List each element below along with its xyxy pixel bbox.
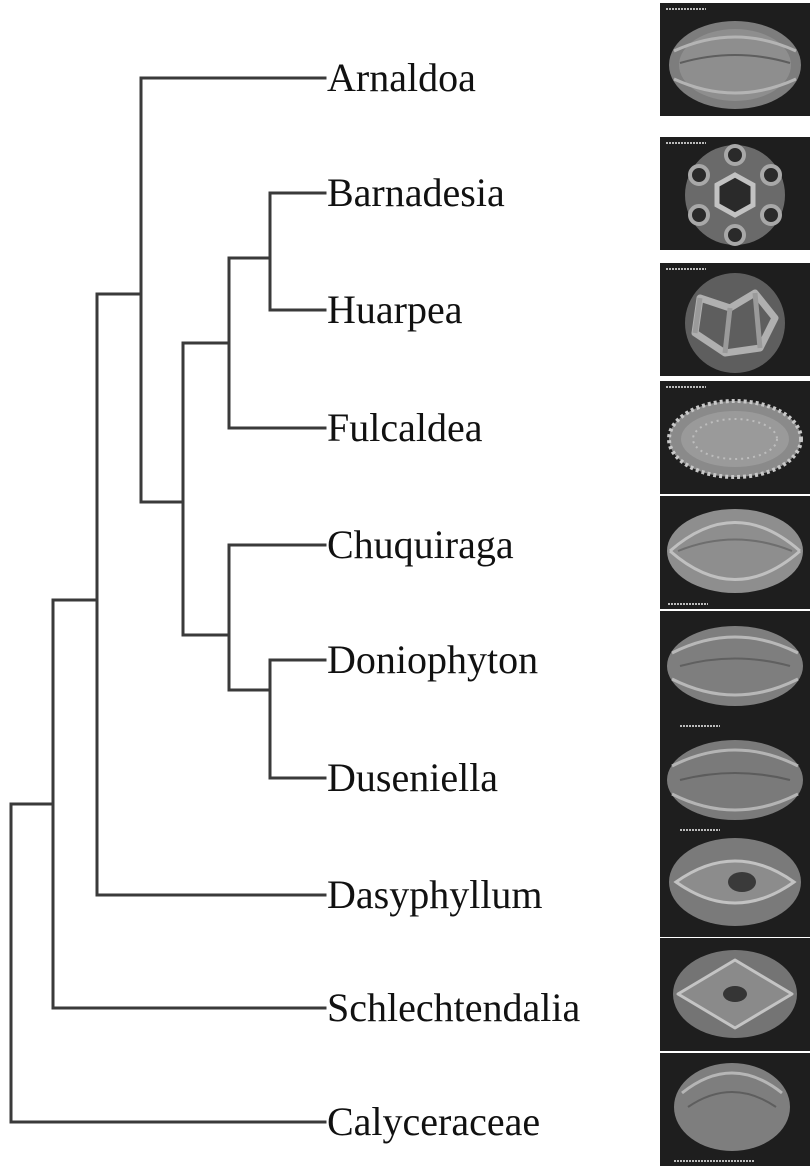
label-schlechtendalia: Schlechtendalia bbox=[327, 985, 580, 1030]
pollen-image-huarpea bbox=[660, 263, 810, 376]
label-chuquiraga: Chuquiraga bbox=[327, 522, 514, 567]
pollen-image-fulcaldea bbox=[660, 381, 810, 494]
label-dasyphyllum: Dasyphyllum bbox=[327, 872, 543, 917]
pollen-image-schlechtendalia bbox=[660, 938, 810, 1051]
pollen-image-dasyphyllum bbox=[660, 824, 810, 937]
pollen-image-arnaldoa bbox=[660, 3, 810, 116]
label-calyceraceae: Calyceraceae bbox=[327, 1099, 540, 1144]
pollen-image-calyceraceae bbox=[660, 1053, 810, 1166]
label-fulcaldea: Fulcaldea bbox=[327, 405, 483, 450]
phylogenetic-tree: Arnaldoa Barnadesia Huarpea Fulcaldea Ch… bbox=[0, 0, 660, 1166]
pollen-image-barnadesia bbox=[660, 137, 810, 250]
pollen-image-chuquiraga bbox=[660, 496, 810, 609]
pollen-image-doniophyton bbox=[660, 611, 810, 724]
label-arnaldoa: Arnaldoa bbox=[327, 55, 476, 100]
pollen-image-duseniella bbox=[660, 720, 810, 833]
label-barnadesia: Barnadesia bbox=[327, 170, 505, 215]
label-huarpea: Huarpea bbox=[327, 287, 463, 332]
taxon-labels: Arnaldoa Barnadesia Huarpea Fulcaldea Ch… bbox=[327, 55, 580, 1144]
label-doniophyton: Doniophyton bbox=[327, 637, 538, 682]
label-duseniella: Duseniella bbox=[327, 755, 498, 800]
tree-branches bbox=[11, 78, 325, 1122]
